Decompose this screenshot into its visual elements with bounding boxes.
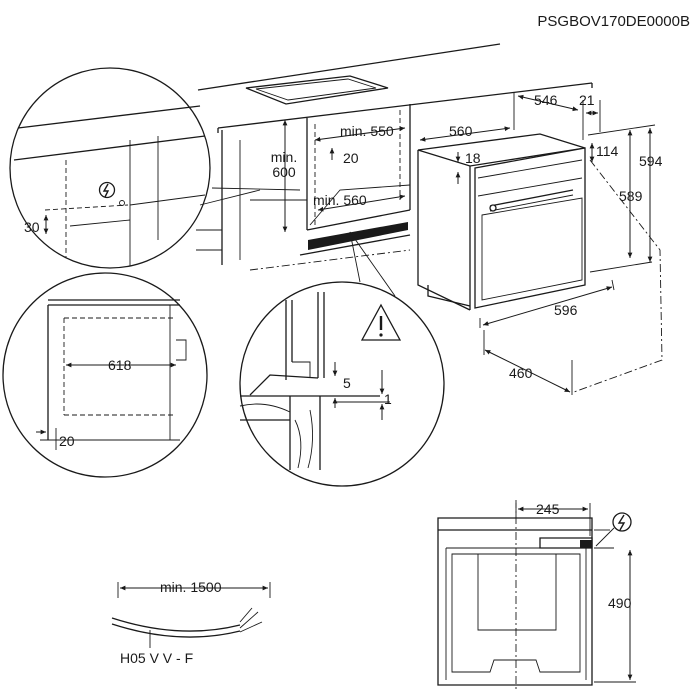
oven-panel-label: 114 xyxy=(596,143,619,159)
detail-gap-label: 20 xyxy=(59,433,75,449)
socket-offset-label: 245 xyxy=(536,501,560,517)
oven-width-label: 560 xyxy=(449,123,473,139)
niche-width-label: min. 550 xyxy=(340,123,394,139)
socket-height-label: 30 xyxy=(24,219,40,235)
gap-1-label: 1 xyxy=(384,391,392,407)
gap-5-label: 5 xyxy=(343,375,351,391)
niche-gap-label: 20 xyxy=(343,150,359,166)
niche-height-label: min. xyxy=(271,149,297,165)
niche-dimensions: min. 600 min. 550 20 min. 560 xyxy=(271,120,406,232)
oven-height-label: 594 xyxy=(639,153,663,169)
oven-body-height-label: 589 xyxy=(619,188,643,204)
oven-front-label: 21 xyxy=(579,92,595,108)
niche-height-unit: 600 xyxy=(272,164,296,180)
oven-front-width-label: 596 xyxy=(554,302,578,318)
back-height-label: 490 xyxy=(608,595,632,611)
width-detail-circle: 618 20 xyxy=(2,272,208,478)
model-code: PSGBOV170DE0000B xyxy=(537,13,690,30)
socket-detail-circle: 30 xyxy=(9,67,301,269)
oven-illustration xyxy=(417,133,586,311)
warning-triangle-icon xyxy=(360,303,402,341)
gap-detail-circle: 5 1 xyxy=(239,231,445,487)
niche-depth-label: min. 560 xyxy=(313,192,367,208)
oven-top-offset-label: 18 xyxy=(465,150,481,166)
oven-dimensions: 546 21 560 18 114 594 589 596 460 xyxy=(419,92,663,395)
cable-type-label: H05 V V - F xyxy=(120,650,193,666)
back-view: 490 245 xyxy=(437,500,636,690)
oven-side-depth-label: 460 xyxy=(509,365,533,381)
cable-length-label: min. 1500 xyxy=(160,579,222,595)
electric-hazard-icon xyxy=(612,512,632,532)
electric-hazard-icon xyxy=(98,181,116,199)
detail-width-label: 618 xyxy=(108,357,132,373)
cable-illustration: min. 1500 H05 V V - F xyxy=(111,579,271,666)
oven-depth-label: 546 xyxy=(534,92,558,108)
